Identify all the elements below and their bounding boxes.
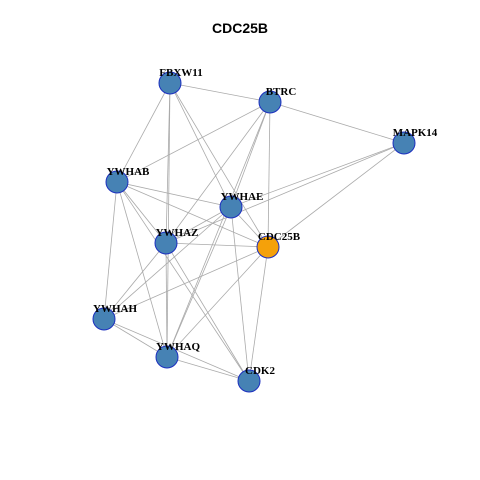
edge-btrc-ywhaz — [165, 101, 271, 244]
edge-ywhah-cdk2 — [103, 318, 250, 382]
node-mapk14: MAPK14 — [392, 127, 438, 155]
node-circle-mapk14 — [392, 131, 416, 155]
node-label-btrc: BTRC — [266, 86, 297, 98]
edge-fbxw11-cdc25b — [169, 82, 269, 248]
edge-ywhab-cdk2 — [116, 181, 250, 382]
node-circle-cdc25b — [256, 235, 280, 259]
edge-fbxw11-btrc — [169, 82, 271, 103]
edge-ywhae-ywhaz — [165, 206, 232, 244]
node-label-ywhab: YWHAB — [107, 166, 150, 178]
edge-ywhab-ywhaq — [116, 181, 168, 358]
node-circle-ywhab — [105, 170, 129, 194]
node-ywhah: YWHAH — [92, 303, 137, 331]
edge-btrc-cdc25b — [267, 101, 271, 248]
node-cdc25b: CDC25B — [256, 231, 301, 259]
edge-mapk14-ywhaz — [165, 142, 405, 244]
node-label-cdc25b: CDC25B — [258, 231, 301, 243]
node-label-cdk2: CDK2 — [245, 365, 275, 377]
node-label-mapk14: MAPK14 — [393, 127, 438, 139]
edge-ywhae-ywhah — [103, 206, 232, 320]
node-circle-cdk2 — [237, 369, 261, 393]
edge-ywhah-ywhaq — [103, 318, 168, 358]
edge-cdc25b-ywhaq — [166, 246, 269, 358]
edge-fbxw11-ywhae — [169, 82, 232, 208]
edge-fbxw11-ywhaq — [166, 82, 171, 358]
edge-fbxw11-ywhab — [116, 82, 171, 183]
node-circle-ywhae — [219, 195, 243, 219]
edge-ywhab-cdc25b — [116, 181, 269, 248]
node-circle-btrc — [258, 90, 282, 114]
edge-layer — [103, 82, 405, 382]
edge-ywhaq-cdk2 — [166, 356, 250, 382]
node-btrc: BTRC — [258, 86, 297, 114]
edge-mapk14-cdc25b — [267, 142, 405, 248]
node-circle-fbxw11 — [158, 71, 182, 95]
edge-btrc-ywhae — [230, 101, 271, 208]
node-fbxw11: FBXW11 — [158, 67, 203, 95]
edge-ywhaz-cdk2 — [165, 242, 250, 382]
node-ywhaz: YWHAZ — [154, 227, 199, 255]
edge-cdc25b-cdk2 — [248, 246, 269, 382]
edge-ywhaz-ywhaq — [165, 242, 168, 358]
edge-btrc-ywhaq — [166, 101, 271, 358]
edge-mapk14-ywhae — [230, 142, 405, 208]
node-label-ywhae: YWHAE — [221, 191, 264, 203]
node-ywhaq: YWHAQ — [155, 341, 200, 369]
edge-btrc-mapk14 — [269, 101, 405, 144]
edge-btrc-ywhab — [116, 101, 271, 183]
node-circle-ywhaz — [154, 231, 178, 255]
edge-ywhab-ywhah — [103, 181, 118, 320]
edge-ywhab-ywhaz — [116, 181, 167, 244]
figure-title: CDC25B — [211, 20, 268, 36]
node-circle-ywhah — [92, 307, 116, 331]
node-cdk2: CDK2 — [237, 365, 275, 393]
node-circle-ywhaq — [155, 345, 179, 369]
edge-ywhaz-ywhah — [103, 242, 167, 320]
edge-cdc25b-ywhah — [103, 246, 269, 320]
node-label-ywhah: YWHAH — [93, 303, 137, 315]
node-ywhae: YWHAE — [219, 191, 264, 219]
node-label-ywhaq: YWHAQ — [156, 341, 200, 353]
node-label-fbxw11: FBXW11 — [159, 67, 202, 79]
edge-ywhaz-cdc25b — [165, 242, 269, 248]
edge-ywhab-ywhae — [116, 181, 232, 208]
node-label-ywhaz: YWHAZ — [156, 227, 199, 239]
edge-ywhae-cdk2 — [230, 206, 250, 382]
node-ywhab: YWHAB — [105, 166, 150, 194]
edge-ywhae-ywhaq — [166, 206, 232, 358]
